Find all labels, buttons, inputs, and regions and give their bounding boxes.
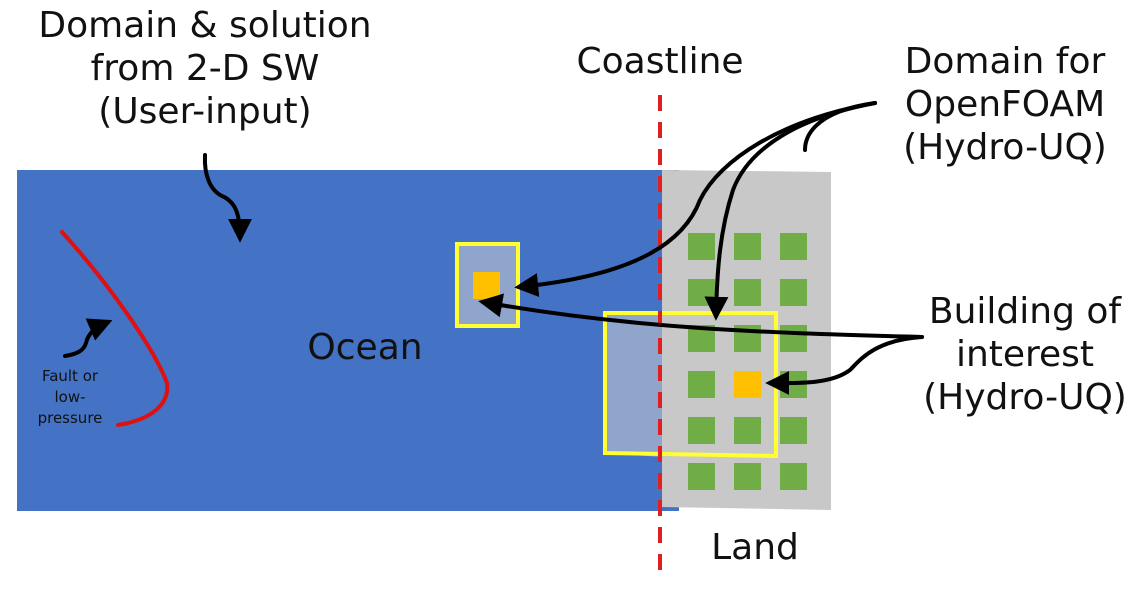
building-of-interest-coastal	[734, 371, 761, 398]
building-block	[734, 463, 761, 490]
building-block	[780, 325, 807, 352]
building-block	[734, 279, 761, 306]
building-block	[780, 279, 807, 306]
building-block	[688, 279, 715, 306]
openfoam-domain-line: (Hydro-UQ)	[903, 127, 1107, 169]
swe-domain-label: Domain & solution from 2-D SW (User-inpu…	[30, 4, 380, 134]
swe-domain-line: from 2-D SW	[90, 48, 320, 90]
fault-label-line: low-	[54, 388, 86, 406]
swe-domain-line: (User-input)	[98, 91, 312, 133]
building-grid	[688, 233, 807, 490]
building-block	[688, 371, 715, 398]
building-block	[688, 233, 715, 260]
openfoam-domain-coastal	[605, 313, 662, 457]
arrows	[63, 101, 924, 396]
building-block	[688, 463, 715, 490]
building-of-interest-offshore	[473, 272, 500, 299]
building-label-line: (Hydro-UQ)	[923, 377, 1127, 419]
fault-label-line: pressure	[37, 409, 103, 427]
coastline-label: Coastline	[576, 41, 744, 82]
fault-label-line: Fault or	[41, 367, 99, 385]
openfoam-domain-label: Domain for OpenFOAM (Hydro-UQ)	[880, 40, 1130, 170]
building-label-line: Building of	[928, 291, 1122, 332]
building-block	[688, 417, 715, 444]
ocean-region	[17, 170, 679, 511]
building-label-line: interest	[955, 334, 1095, 376]
building-block	[780, 233, 807, 260]
land-label: Land	[711, 527, 799, 568]
openfoam-domain-line: Domain for	[904, 41, 1106, 82]
ocean-label: Ocean	[307, 327, 423, 368]
openfoam-domain-line: OpenFOAM	[904, 84, 1106, 126]
building-block	[780, 417, 807, 444]
swe-domain-line: Domain & solution	[38, 5, 372, 46]
building-block	[734, 417, 761, 444]
building-block	[780, 463, 807, 490]
building-of-interest-label: Building of interest (Hydro-UQ)	[910, 290, 1140, 420]
fault-line	[60, 230, 170, 427]
fault-label: Fault or low- pressure	[20, 366, 120, 429]
building-block	[734, 233, 761, 260]
